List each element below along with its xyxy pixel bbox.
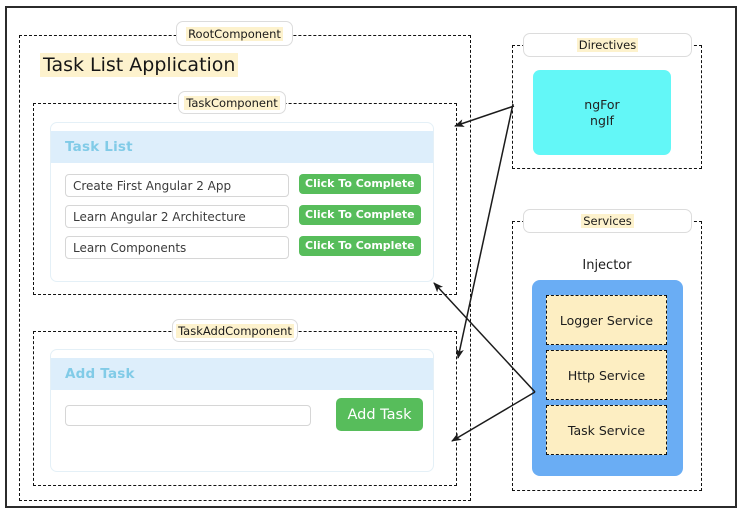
task-name-input-2[interactable] [65, 236, 289, 259]
add-task-card-header-text: Add Task [65, 366, 135, 382]
root-component-label-text: RootComponent [186, 26, 283, 41]
injector-label: Injector [582, 258, 632, 273]
task-add-component-label: TaskAddComponent [172, 319, 298, 342]
add-task-card: Add Task Add Task [50, 349, 434, 472]
complete-button-1[interactable]: Click To Complete [299, 205, 421, 225]
add-task-input[interactable] [65, 405, 311, 426]
task-list-card: Task List Click To Complete Click To Com… [50, 122, 434, 282]
task-row: Click To Complete [65, 236, 423, 259]
task-row: Click To Complete [65, 205, 423, 228]
directive-item-1: ngIf [590, 112, 614, 128]
service-box-logger: Logger Service [546, 295, 667, 345]
task-name-input-0[interactable] [65, 174, 289, 197]
directives-label: Directives [523, 33, 692, 57]
directives-content-box: ngFor ngIf [533, 70, 671, 155]
service-label-1: Http Service [567, 367, 646, 383]
page-title: Task List Application [40, 53, 239, 77]
task-name-input-1[interactable] [65, 205, 289, 228]
task-row: Click To Complete [65, 174, 423, 197]
services-label-text: Services [581, 214, 634, 228]
root-component-label: RootComponent [176, 21, 293, 46]
service-label-2: Task Service [567, 422, 646, 438]
service-label-0: Logger Service [559, 312, 654, 328]
add-task-button[interactable]: Add Task [336, 398, 423, 431]
task-component-label-text: TaskComponent [184, 95, 280, 110]
task-list-card-header: Task List [51, 131, 433, 163]
complete-button-0[interactable]: Click To Complete [299, 174, 421, 194]
directive-item-0: ngFor [584, 96, 620, 112]
complete-button-2[interactable]: Click To Complete [299, 236, 421, 256]
directives-label-text: Directives [576, 38, 639, 52]
add-task-card-header: Add Task [51, 358, 433, 390]
services-label: Services [523, 209, 692, 233]
task-add-component-label-text: TaskAddComponent [176, 323, 294, 338]
service-box-task: Task Service [546, 405, 667, 455]
injector-box: Logger Service Http Service Task Service [532, 280, 683, 476]
service-box-http: Http Service [546, 350, 667, 400]
task-list-card-header-text: Task List [65, 139, 133, 155]
task-component-label: TaskComponent [178, 91, 286, 114]
